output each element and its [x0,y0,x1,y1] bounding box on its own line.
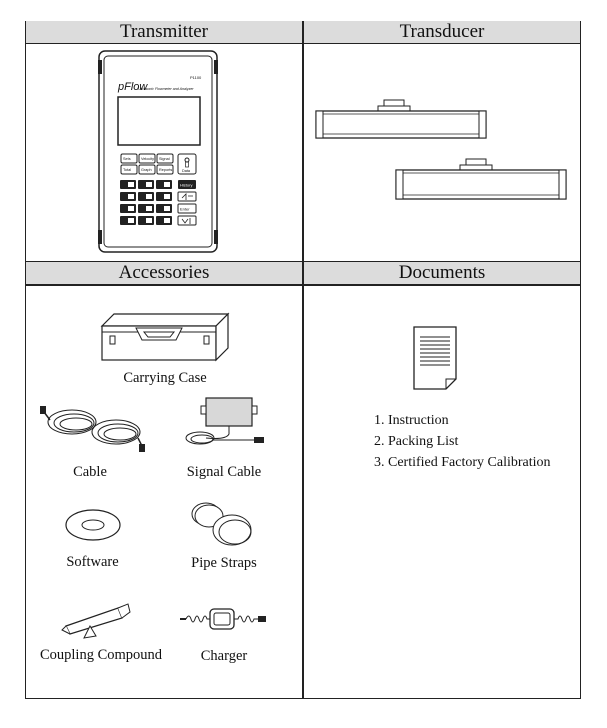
device-brand: pFlow [117,81,148,93]
charger-icon [180,608,266,630]
header-transmitter: Transmitter [26,21,302,43]
transmitter-device-image: pFlow P1100 Ultrasonic Flowmeter and Ana… [98,50,218,253]
pipe-straps-icon [191,502,252,546]
label-software: Software [66,554,119,570]
key-history: History [180,183,192,188]
header-divider-top [25,42,581,44]
coupling-compound-icon [61,603,131,639]
label-carrying-case: Carrying Case [123,370,207,386]
label-cable: Cable [73,464,107,480]
header-accessories: Accessories [26,262,302,284]
key-signal: Signal [159,157,170,161]
key-velocity: Velocity [141,157,154,161]
document-item-packing-list: 2. Packing List [374,434,459,449]
document-item-calibration: 3. Certified Factory Calibration [374,455,551,470]
label-coupling-compound: Coupling Compound [39,647,163,663]
device-model: P1100 [190,75,202,80]
key-reports: Reports [159,168,172,172]
label-charger: Charger [200,648,248,664]
carrying-case-icon [100,312,230,362]
transducer-image-lower [395,158,567,200]
header-documents: Documents [304,262,580,284]
key-total: Total [123,168,131,172]
row-divider [25,261,581,263]
key-enter: Enter [180,207,190,212]
software-disc-icon [65,509,121,541]
key-data: Data [182,169,191,173]
header-transducer: Transducer [304,21,580,43]
documents-list: 1. Instruction 2. Packing List 3. Certif… [374,410,551,473]
label-pipe-straps: Pipe Straps [191,555,257,571]
transducer-image-upper [315,99,487,139]
signal-cable-icon [185,397,264,445]
cable-icon [40,406,145,452]
document-item-instruction: 1. Instruction [374,413,449,428]
column-divider [302,21,304,699]
device-subtitle: Ultrasonic Flowmeter and Analyzer [138,87,194,91]
key-graph: Graph [141,168,152,172]
document-icon [413,326,457,390]
header-divider-bottom [25,284,581,286]
key-sets: Sets [123,157,131,161]
label-signal-cable: Signal Cable [186,464,262,480]
